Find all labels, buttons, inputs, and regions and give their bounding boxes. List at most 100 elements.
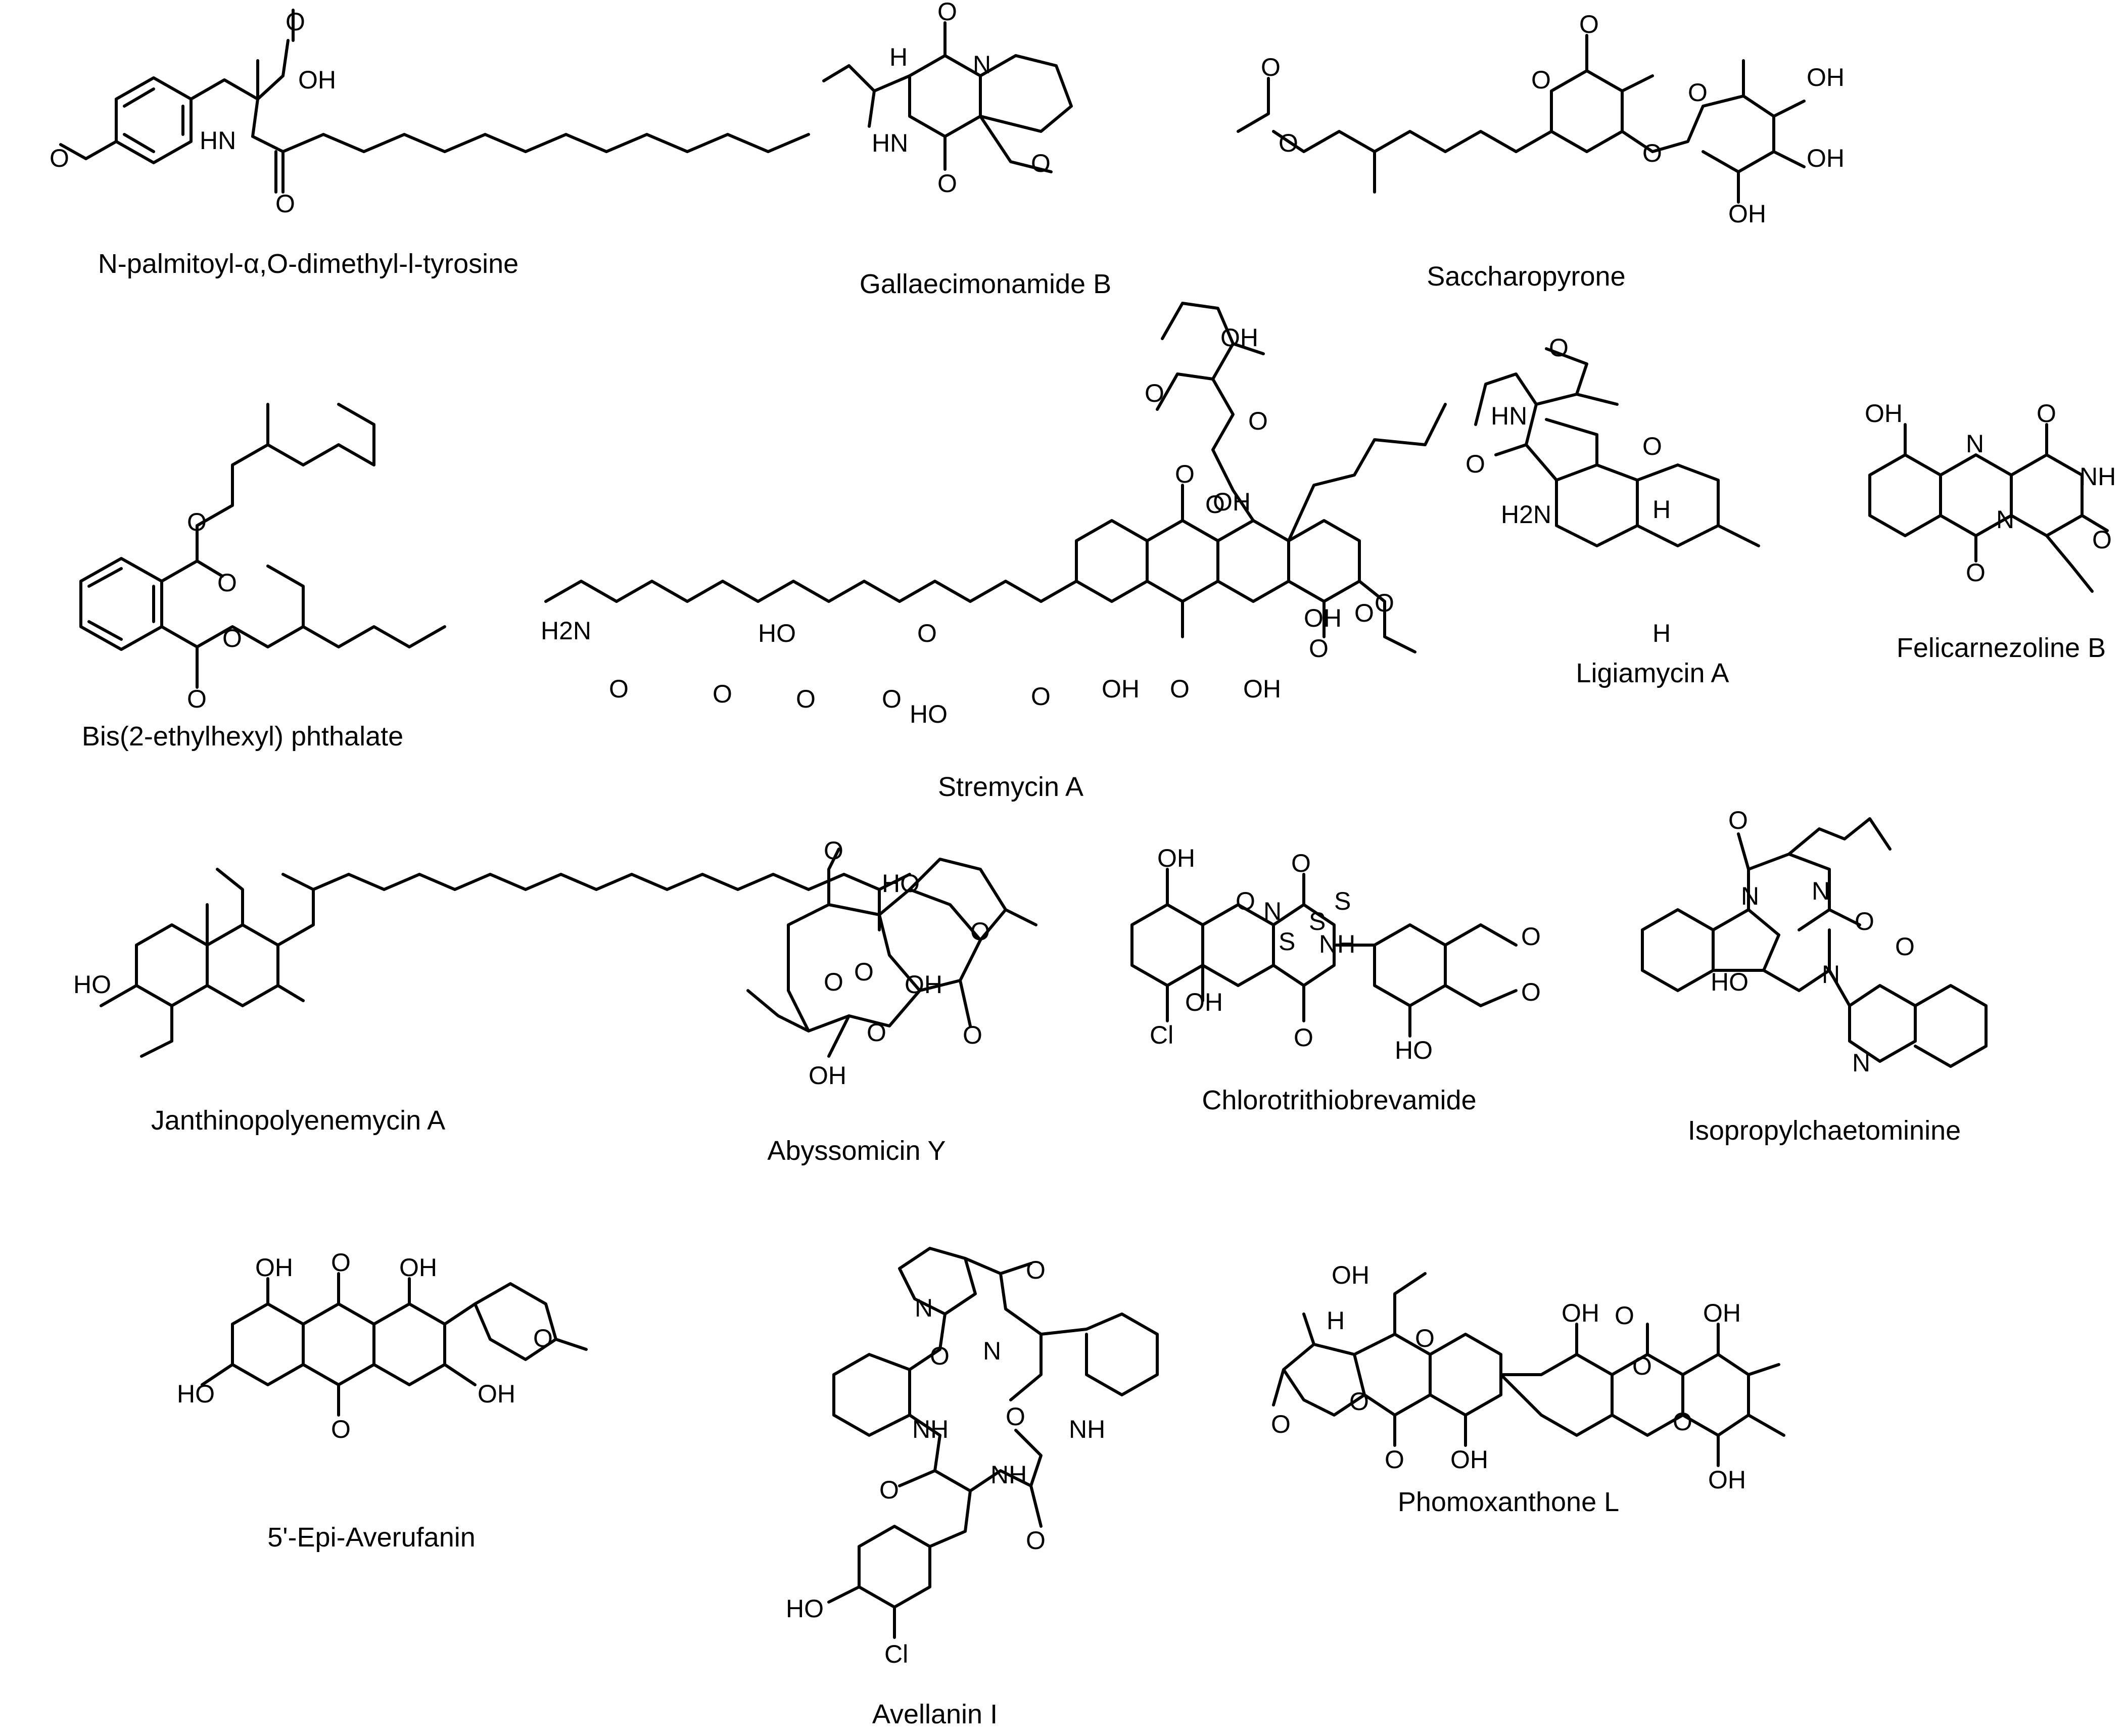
compound-14-atom-2: H <box>1327 1306 1345 1335</box>
compound-14-atom-1: OH <box>1332 1261 1369 1289</box>
compound-10-atom-9: OH <box>1185 988 1223 1016</box>
compound-6-atom-1: O <box>1549 334 1569 362</box>
compound-5-atom-19: O <box>1170 675 1190 703</box>
compound-5-atom-20: OH <box>1243 675 1281 703</box>
compound-1-atom-2: OH <box>298 66 336 94</box>
compound-11-name: Isopropylchaetominine <box>1688 1115 1961 1146</box>
compound-5-atom-4: O <box>1205 490 1225 519</box>
compound-13-atom-8: O <box>879 1476 899 1504</box>
compound-5-atom-10: O <box>609 675 629 703</box>
compound-13-atom-5: NH <box>1069 1415 1105 1443</box>
compound-10-atom-1: OH <box>1157 844 1195 872</box>
compound-3-atom-8: OH <box>1807 144 1845 172</box>
compound-6-name: Ligiamycin A <box>1576 658 1729 688</box>
compound-13-atom-9: NH <box>990 1461 1027 1489</box>
compound-1-structure: O OH HN O O N-palmitoyl-α,O-dimethyl-l-t… <box>50 8 810 279</box>
compound-7-atom-4: NH <box>2080 462 2116 491</box>
compound-5-atom-12: O <box>713 680 732 708</box>
compound-12-atom-2: O <box>331 1248 351 1277</box>
compound-11-atom-4: O <box>1855 907 1874 935</box>
compound-2-atom-6: O <box>1031 149 1051 177</box>
compound-5-atom-5: O <box>1175 460 1195 488</box>
compound-7-name: Felicarnezoline B <box>1897 633 2106 663</box>
compound-6-atom-2: HN <box>1491 402 1527 430</box>
compound-9-atom-3: O <box>824 968 843 996</box>
compound-5-atom-8: O <box>1375 589 1394 617</box>
compound-4-atom-3: O <box>222 624 242 652</box>
compound-1-name: N-palmitoyl-α,O-dimethyl-l-tyrosine <box>98 249 518 279</box>
compound-6-atom-6: H <box>1652 495 1671 524</box>
compound-3-atom-6: O <box>1688 78 1708 107</box>
compound-12-name: 5'-Epi-Averufanin <box>267 1522 476 1553</box>
compound-14-atom-4: O <box>1349 1387 1369 1416</box>
compound-13-atom-7: NH <box>912 1415 949 1443</box>
compound-5-structure: OH O O O O OH OH O H2N O HO O O O O HO O… <box>541 302 1447 802</box>
compound-10-atom-4: N <box>1263 897 1282 925</box>
compound-13-atom-10: O <box>1026 1526 1046 1555</box>
compound-13-atom-3: O <box>930 1342 950 1370</box>
compound-8-atom-1: HO <box>73 970 111 999</box>
compound-1-atom-5: O <box>275 190 295 218</box>
compound-5-atom-21: O <box>1309 634 1329 663</box>
compound-11-atom-7: N <box>1822 960 1840 989</box>
compound-7-atom-1: OH <box>1865 399 1903 428</box>
compound-4-structure: O O O O Bis(2-ethylhexyl) phthalate <box>79 403 446 752</box>
compound-3-atom-5: O <box>1642 139 1662 167</box>
compound-12-atom-3: OH <box>399 1253 437 1282</box>
compound-8-structure: HO OH O Janthinopolyenemycin A <box>73 868 942 1136</box>
compound-5-atom-17: O <box>1031 682 1051 711</box>
compound-13-name: Avellanin I <box>872 1699 998 1729</box>
compound-4-atom-1: O <box>187 508 207 536</box>
compound-3-atom-1: O <box>1261 53 1281 81</box>
compound-5-atom-18: OH <box>1102 675 1140 703</box>
compound-3-atom-3: O <box>1531 66 1551 94</box>
compound-3-atom-4: O <box>1579 10 1599 38</box>
compound-8-atom-2: OH <box>905 970 942 999</box>
compound-2-atom-5: O <box>937 169 957 198</box>
compound-14-atom-12: O <box>1673 1407 1692 1436</box>
compound-5-atom-9: H2N <box>541 617 591 645</box>
compound-10-atom-5: S <box>1334 887 1351 915</box>
compound-3-atom-7: OH <box>1807 63 1845 91</box>
compound-9-name: Abyssomicin Y <box>767 1136 946 1166</box>
compound-8-name: Janthinopolyenemycin A <box>151 1105 445 1136</box>
compound-14-atom-5: O <box>1271 1410 1291 1438</box>
compound-14-atom-13: OH <box>1708 1466 1746 1494</box>
compound-9-atom-5: O <box>854 958 874 986</box>
compound-13-atom-1: N <box>915 1294 933 1322</box>
compound-5-atom-2: O <box>1248 407 1268 435</box>
compound-5-atom-7: OH <box>1304 604 1342 632</box>
compound-12-structure: OH O OH O HO OH O 5'-Epi-Averufanin <box>177 1248 588 1553</box>
compound-12-atom-6: OH <box>478 1380 515 1408</box>
compound-14-structure: OH H O O O O OH O OH OH O O OH Phomoxant… <box>1271 1261 1785 1517</box>
compound-10-structure: OH O O N S S S NH OH Cl O O O HO Chlorot… <box>1130 844 1541 1115</box>
compound-11-atom-2: N <box>1741 882 1759 910</box>
compound-10-atom-2: O <box>1291 849 1311 877</box>
compound-3-atom-2: O <box>1279 129 1298 157</box>
compound-14-atom-9: OH <box>1562 1299 1599 1327</box>
compound-10-atom-10: Cl <box>1150 1021 1173 1049</box>
compound-10-atom-13: O <box>1521 978 1541 1006</box>
compound-10-atom-7: S <box>1279 927 1295 956</box>
compound-7-atom-2: N <box>1966 430 1984 458</box>
compound-13-atom-4: N <box>983 1337 1001 1365</box>
compound-1-atom-1: O <box>50 144 69 172</box>
compound-11-atom-1: O <box>1728 806 1748 834</box>
compound-13-atom-12: Cl <box>884 1640 908 1668</box>
compound-6-atom-5: H2N <box>1501 500 1551 529</box>
compound-2-atom-2: O <box>937 0 957 26</box>
compound-5-atom-13: O <box>796 685 816 713</box>
compound-7-atom-3: O <box>2037 399 2056 428</box>
compound-10-atom-6: S <box>1309 907 1326 935</box>
compound-3-structure: O O O O O O OH OH OH Saccharopyrone <box>1237 10 1845 292</box>
compound-14-name: Phomoxanthone L <box>1398 1487 1619 1517</box>
compound-13-structure: N O O N NH O NH O NH O HO Cl Avellanin I <box>786 1247 1159 1729</box>
compound-4-atom-2: O <box>217 569 237 597</box>
compound-7-structure: OH N O NH N O O Felicarnezoline B <box>1865 399 2116 663</box>
compound-7-atom-7: O <box>1966 558 1986 587</box>
compound-3-name: Saccharopyrone <box>1427 261 1625 292</box>
compound-6-atom-7: H <box>1652 619 1671 647</box>
compound-5-atom-16: HO <box>910 700 948 728</box>
compound-4-name: Bis(2-ethylhexyl) phthalate <box>82 721 403 752</box>
compound-4-atom-4: O <box>187 685 207 713</box>
